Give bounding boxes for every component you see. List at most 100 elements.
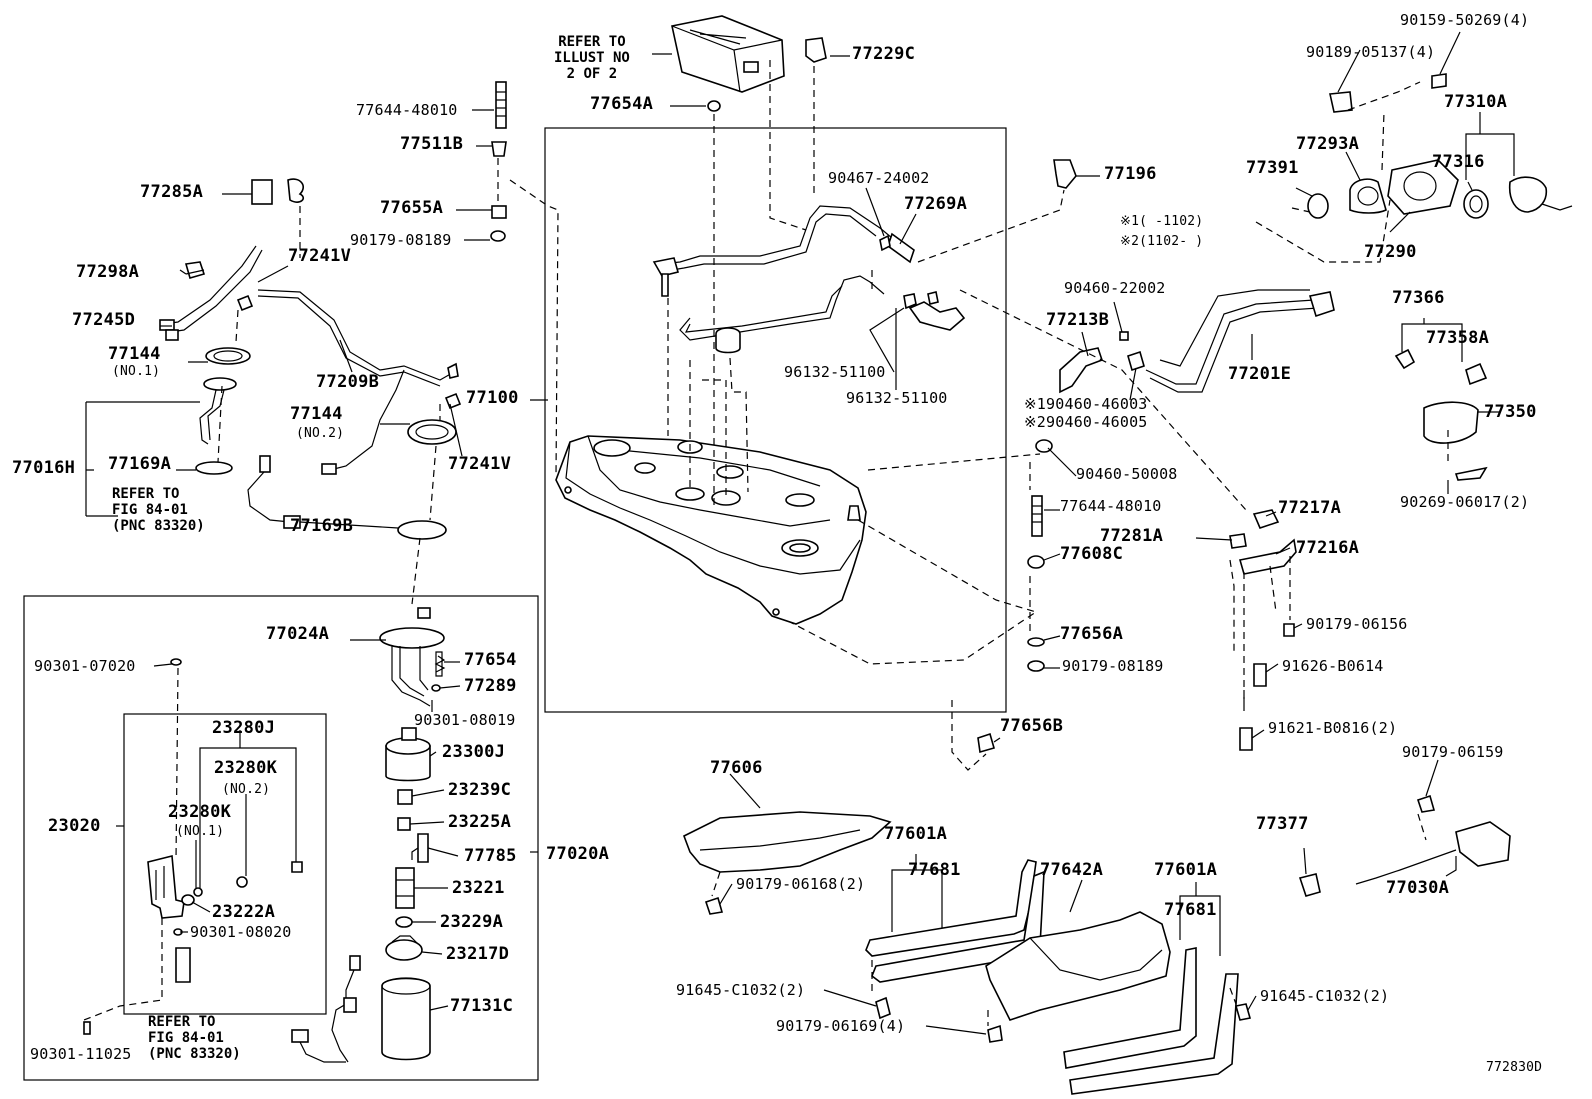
label-90460-22002: 90460-22002 — [1064, 279, 1166, 297]
pump-plate-77024a — [379, 627, 445, 649]
label-77285a: 77285A — [140, 182, 204, 202]
bolt-91645-left — [875, 996, 891, 1020]
label-77269a: 77269A — [904, 194, 968, 214]
filter-23300j — [385, 745, 431, 782]
label-77289: 77289 — [464, 676, 517, 696]
label-96132-51100-a: 96132-51100 — [784, 363, 886, 381]
grommet-77654a — [707, 100, 721, 112]
bolt-91621 — [1239, 727, 1253, 751]
label-90460-46005: ※290460-46005 — [1024, 413, 1148, 431]
label-23020: 23020 — [48, 816, 101, 836]
lock-ring-77144-no1 — [205, 347, 251, 365]
gasket-77316 — [1463, 189, 1489, 219]
leader-lines — [85, 31, 1515, 1035]
fuel-tube-a — [163, 245, 257, 325]
cushion-23225a — [397, 817, 411, 831]
label-23229a: 23229A — [440, 912, 504, 932]
label-77024a: 77024A — [266, 624, 330, 644]
label-77209b: 77209B — [316, 372, 380, 392]
band-77601a-right — [1063, 947, 1197, 1069]
grommet-77656b — [977, 732, 995, 754]
label-90301-11025: 90301-11025 — [30, 1045, 132, 1063]
housing-77290 — [1387, 159, 1459, 215]
ring-23280k-no2 — [236, 876, 248, 888]
label-90159-50269: 90159-50269(4) — [1400, 11, 1530, 29]
label-77131c: 77131C — [450, 996, 514, 1016]
spring-77654 — [435, 651, 443, 677]
label-77655a: 77655A — [380, 198, 444, 218]
float-23020 — [175, 947, 191, 983]
fuel-tank-frame — [544, 127, 1007, 713]
clip-77196 — [1053, 159, 1077, 189]
label-77654: 77654 — [464, 650, 517, 670]
label-77350: 77350 — [1484, 402, 1537, 422]
fuel-tank — [555, 435, 867, 625]
hose-96132 — [908, 301, 966, 331]
label-77681-left: 77681 — [908, 860, 961, 880]
filler-neck-77293a — [1349, 178, 1387, 214]
label-77100: 77100 — [466, 388, 519, 408]
label-77290: 77290 — [1364, 242, 1417, 262]
label-90179-06156: 90179-06156 — [1306, 615, 1408, 633]
wire-77785 — [417, 833, 429, 863]
label-77366: 77366 — [1392, 288, 1445, 308]
label-77216a: 77216A — [1296, 538, 1360, 558]
label-77281a: 77281A — [1100, 526, 1164, 546]
label-77358a: 77358A — [1426, 328, 1490, 348]
label-77511b: 77511B — [400, 134, 464, 154]
bracket-77217a — [1252, 509, 1280, 529]
label-77644-48010-mid: 77644-48010 — [1060, 497, 1162, 515]
label-90179-06159: 90179-06159 — [1402, 743, 1504, 761]
part-77377 — [1298, 873, 1321, 897]
label-77144-no1-sub: (NO.1) — [112, 364, 161, 379]
band-77681-right — [1069, 973, 1239, 1095]
label-77656b: 77656B — [1000, 716, 1064, 736]
label-77245d: 77245D — [72, 310, 136, 330]
bolt-91645-right — [1234, 1003, 1252, 1021]
nut-90179-06159 — [1416, 794, 1436, 813]
cap-77511b — [491, 141, 507, 157]
gasket-77169b — [397, 520, 447, 540]
vent-valve-77644 — [495, 81, 507, 129]
screw-23280j — [291, 861, 303, 873]
label-77601a-right: 77601A — [1154, 860, 1218, 880]
label-23239c: 23239C — [448, 780, 512, 800]
label-90179-06168: 90179-06168(2) — [736, 875, 866, 893]
lock-ring-77144-no2 — [407, 419, 457, 445]
nut-90179-08189-mid — [1027, 660, 1045, 672]
label-77785: 77785 — [464, 846, 517, 866]
fuel-pump-frame — [23, 595, 539, 1081]
label-77229c: 77229C — [852, 44, 916, 64]
label-90301-08020: 90301-08020 — [190, 923, 292, 941]
label-90179-08189-top: 90179-08189 — [350, 231, 452, 249]
bolt-90189 — [1329, 91, 1353, 113]
label-77196: 77196 — [1104, 164, 1157, 184]
grommet-77655a — [491, 205, 507, 219]
label-23280k-no2-sub: (NO.2) — [222, 782, 271, 797]
label-23280j: 23280J — [212, 718, 276, 738]
label-91621-b0816: 91621-B0816(2) — [1268, 719, 1398, 737]
nut-90179-08189-top — [490, 230, 506, 242]
clamp-90460-50008 — [1035, 439, 1053, 453]
sensor-77030a — [1455, 821, 1511, 867]
clamp-90460-22002 — [1119, 331, 1129, 341]
cup-77131c — [381, 977, 431, 1061]
variant-note-1: ※1( -1102) — [1120, 214, 1204, 229]
assembly-lines — [83, 60, 1449, 1026]
nut-90179-06168 — [704, 896, 724, 915]
label-91626-b0614: 91626-B0614 — [1282, 657, 1384, 675]
charcoal-canister — [671, 15, 785, 93]
oring-77289 — [431, 684, 441, 692]
gasket-77169a — [195, 461, 233, 475]
sender-gauge-77016h — [203, 377, 237, 391]
label-77144-no1: 77144 — [108, 344, 161, 364]
label-90460-50008: 90460-50008 — [1076, 465, 1178, 483]
clamp-90460-46003 — [1127, 350, 1145, 372]
label-90467-24002: 90467-24002 — [828, 169, 930, 187]
hinge-77366 — [1394, 348, 1416, 370]
label-77144-no2-sub: (NO.2) — [296, 426, 345, 441]
label-23217d: 23217D — [446, 944, 510, 964]
label-96132-51100-b: 96132-51100 — [846, 389, 948, 407]
filter-23217d — [385, 939, 423, 961]
